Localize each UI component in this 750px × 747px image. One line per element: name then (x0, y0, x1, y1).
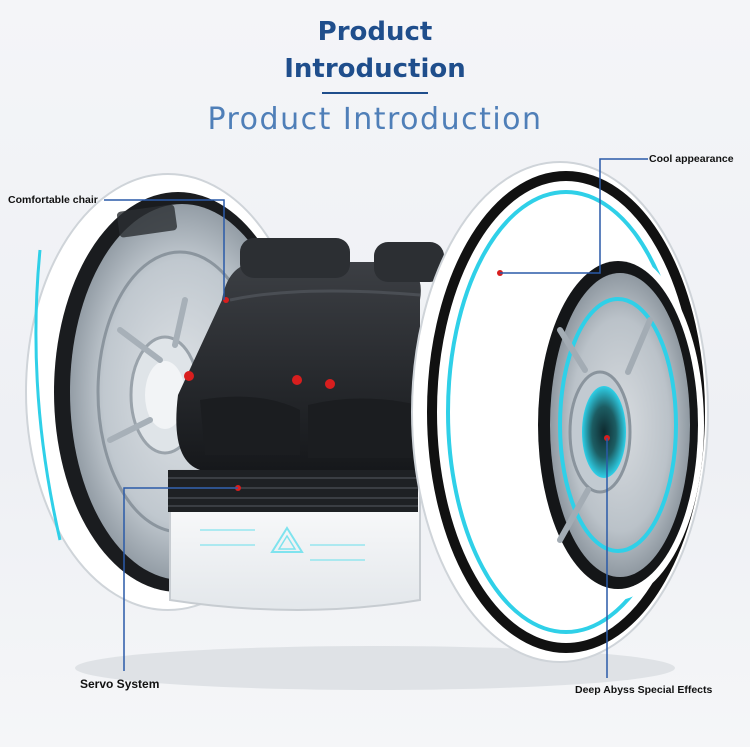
seats (176, 238, 444, 470)
callout-comfortable-chair: Comfortable chair (8, 194, 98, 206)
page-subtitle: Product Introduction (207, 102, 543, 137)
callout-deep-abyss-effects: Deep Abyss Special Effects (575, 684, 713, 696)
title-underline (322, 92, 428, 94)
callout-servo-system: Servo System (80, 677, 160, 691)
page-title-line1: Product (317, 17, 433, 47)
right-wheel (411, 161, 709, 663)
leader-servo (123, 487, 238, 671)
motion-base (168, 469, 421, 611)
floor-shadow (75, 646, 675, 690)
leader-chair (104, 199, 225, 300)
leader-cool (500, 158, 648, 274)
callout-cool-appearance: Cool appearance (649, 153, 734, 165)
page-title-line2: Introduction (284, 54, 466, 84)
